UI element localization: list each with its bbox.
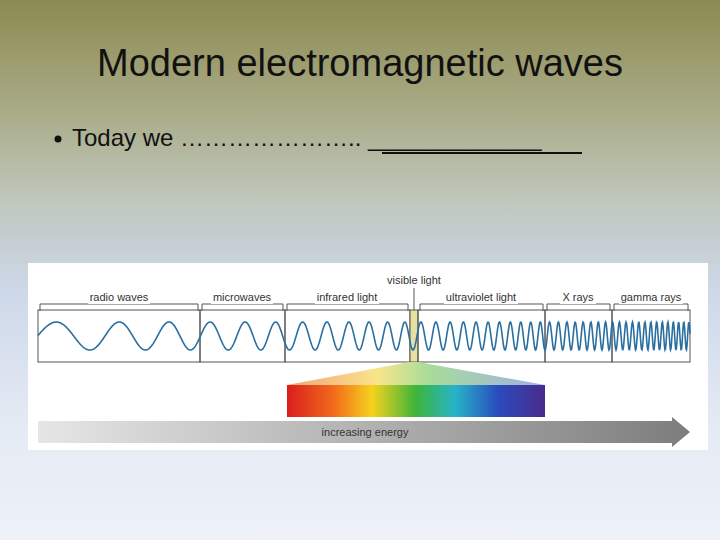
band-label: ultraviolet light	[444, 291, 518, 304]
slide-title: Modern electromagnetic waves	[0, 42, 720, 85]
band-label: X rays	[560, 291, 595, 304]
band-boxes	[38, 310, 690, 362]
visible-fan	[287, 362, 545, 385]
image-panel	[28, 263, 708, 450]
label-brackets	[40, 288, 688, 311]
band-label: gamma rays	[619, 291, 684, 304]
wave-line	[38, 322, 690, 350]
blank-underline	[382, 152, 582, 154]
energy-arrow	[38, 417, 690, 447]
bullet-text: Today we ………………….. _____________	[72, 124, 542, 152]
band-label: microwaves	[211, 291, 273, 304]
visible-spectrum	[287, 385, 545, 417]
arrow-label: increasing energy	[320, 426, 411, 439]
bullet-dot	[55, 136, 62, 143]
band-label: visible light	[385, 274, 443, 287]
band-label: radio waves	[88, 291, 151, 304]
band-label: infrared light	[315, 291, 380, 304]
